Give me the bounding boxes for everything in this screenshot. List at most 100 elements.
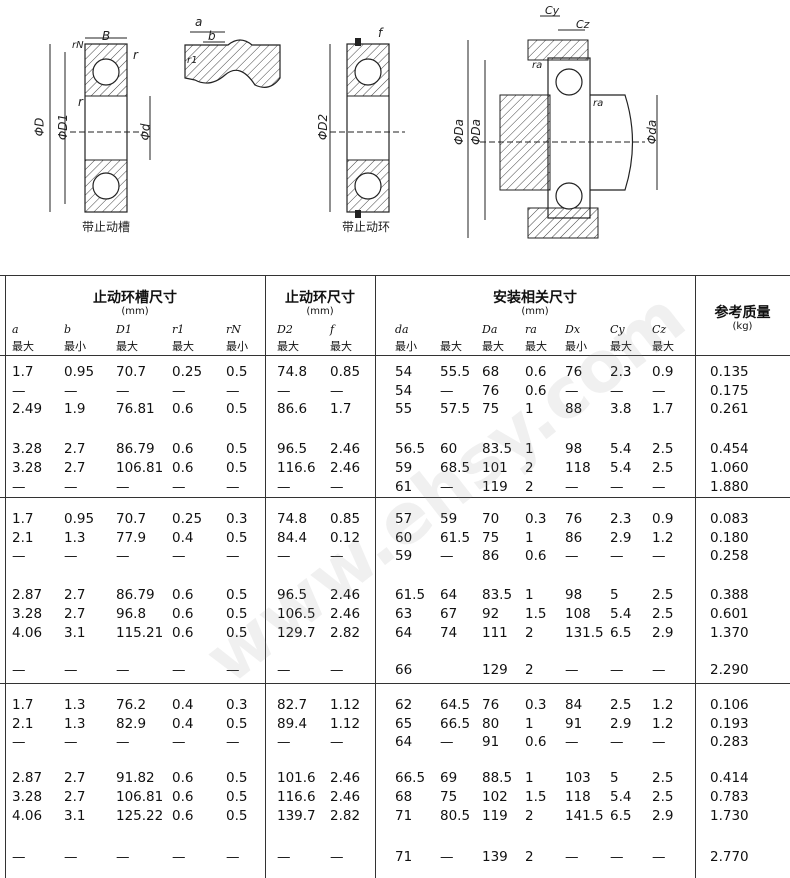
table-cell: 1.880	[710, 479, 749, 495]
table-cell: —	[610, 662, 624, 678]
table-cell: 1	[525, 401, 534, 417]
table-cell: 70.7	[116, 364, 147, 380]
table-cell: 125.22	[116, 808, 164, 824]
col-qualifier: 最小	[64, 340, 86, 353]
table-cell: 61.5	[395, 587, 426, 603]
table-cell: 1.060	[710, 460, 749, 476]
table-cell: 82.7	[277, 697, 308, 713]
table-block-rule-2	[0, 683, 790, 684]
table-cell: —	[64, 383, 78, 399]
table-cell: 2.46	[330, 460, 361, 476]
table-cell: —	[277, 662, 291, 678]
table-cell: 2.7	[64, 441, 86, 457]
table-rule-groove	[265, 275, 266, 878]
table-cell: —	[330, 479, 344, 495]
table-cell: 0.4	[172, 697, 194, 713]
diagram-groove-detail	[184, 31, 281, 88]
table-cell: 1.2	[652, 530, 674, 546]
table-cell: 76	[565, 364, 583, 380]
table-cell: 64	[395, 734, 413, 750]
label-B: B	[102, 29, 111, 43]
table-cell: 2.5	[652, 606, 674, 622]
table-cell: 83.5	[482, 587, 513, 603]
col-qualifier: 最大	[330, 340, 352, 353]
table-cell: —	[12, 548, 26, 564]
table-cell: 2.87	[12, 770, 43, 786]
table-cell: 60	[395, 530, 413, 546]
table-cell: —	[610, 479, 624, 495]
table-cell: —	[565, 734, 579, 750]
table-cell: 0.4	[172, 716, 194, 732]
table-cell: 0.6	[172, 587, 194, 603]
table-rule-ring	[375, 275, 376, 878]
table-cell: 54	[395, 364, 413, 380]
table-cell: 1	[525, 770, 534, 786]
table-cell: 0.5	[226, 625, 248, 641]
table-cell: 0.283	[710, 734, 749, 750]
table-cell: —	[12, 849, 26, 865]
table-cell: 2.9	[610, 716, 632, 732]
table-cell: 0.414	[710, 770, 749, 786]
group-unit-groove: (mm)	[121, 306, 149, 317]
table-cell: 80	[482, 716, 500, 732]
table-cell: 1.3	[64, 716, 86, 732]
table-cell: 103	[565, 770, 591, 786]
table-cell: 0.258	[710, 548, 749, 564]
table-cell: 0.5	[226, 606, 248, 622]
col-qualifier: 最大	[172, 340, 194, 353]
table-cell: 108	[565, 606, 591, 622]
table-cell: 2.7	[64, 587, 86, 603]
table-cell: 2	[525, 479, 534, 495]
table-cell: —	[565, 548, 579, 564]
table-cell: 106.81	[116, 460, 164, 476]
table-cell: 129.7	[277, 625, 316, 641]
table-cell: 2.5	[652, 770, 674, 786]
table-cell: 2.82	[330, 808, 361, 824]
table-cell: —	[330, 383, 344, 399]
table-cell: 88.5	[482, 770, 513, 786]
table-cell: 0.5	[226, 587, 248, 603]
label-f: f	[378, 26, 383, 40]
col-symbol: D1	[116, 323, 132, 336]
table-cell: 4.06	[12, 625, 43, 641]
table-cell: —	[116, 479, 130, 495]
table-cell: —	[64, 734, 78, 750]
table-cell: 0.6	[525, 734, 547, 750]
table-cell: 2.46	[330, 441, 361, 457]
table-cell: —	[277, 548, 291, 564]
table-cell: 1.3	[64, 697, 86, 713]
col-symbol: D2	[277, 323, 293, 336]
table-cell: 2.9	[610, 530, 632, 546]
col-symbol: rN	[226, 323, 241, 336]
table-cell: 0.95	[64, 364, 95, 380]
label-phiD2: ΦD2	[316, 113, 331, 141]
table-cell: 0.25	[172, 511, 203, 527]
table-cell: 116.6	[277, 789, 316, 805]
table-cell: —	[226, 849, 240, 865]
table-cell: —	[610, 734, 624, 750]
table-cell: 76.81	[116, 401, 155, 417]
label-a: a	[195, 15, 203, 29]
label-r1: r1	[187, 55, 198, 66]
table-cell: 5	[610, 587, 619, 603]
table-cell: —	[116, 734, 130, 750]
col-qualifier: 最大	[610, 340, 632, 353]
table-cell: —	[12, 479, 26, 495]
table-cell: 141.5	[565, 808, 604, 824]
table-rule-install	[695, 275, 696, 878]
table-cell: 2.5	[652, 587, 674, 603]
table-cell: 0.6	[172, 460, 194, 476]
table-cell: 1.7	[12, 697, 34, 713]
table-cell: 0.388	[710, 587, 749, 603]
table-cell: 102	[482, 789, 508, 805]
table-cell: 0.3	[226, 697, 248, 713]
table-cell: 3.28	[12, 606, 43, 622]
table-cell: 2.7	[64, 460, 86, 476]
label-ra-mid: ra	[593, 98, 604, 109]
table-cell: 0.6	[525, 364, 547, 380]
col-symbol: r1	[172, 323, 185, 336]
bearing-diagrams	[49, 15, 658, 239]
table-cell: 66	[395, 662, 413, 678]
table-cell: 3.1	[64, 625, 86, 641]
table-rule-left	[5, 275, 6, 878]
